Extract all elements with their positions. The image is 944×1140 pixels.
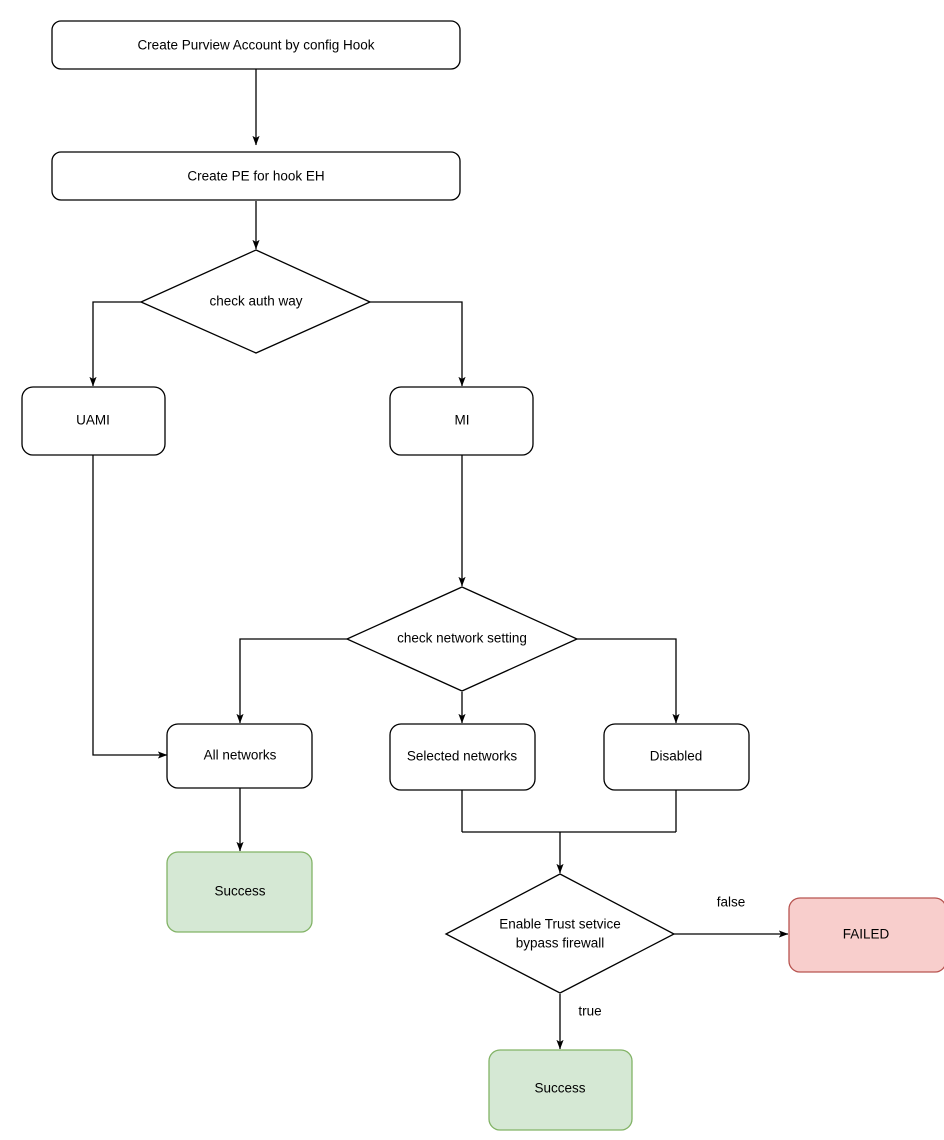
node-create-account-label: Create Purview Account by config Hook (137, 38, 374, 53)
node-success-bottom[interactable]: Success (488, 1049, 633, 1131)
node-success-top-shape (166, 851, 313, 933)
node-check-auth-way[interactable]: check auth way (139, 249, 372, 354)
node-check-auth-way-shape (139, 249, 372, 354)
edge-label-true: true (578, 1004, 601, 1019)
node-check-network-setting-shape (345, 586, 579, 692)
node-all-networks-shape (166, 723, 313, 789)
node-check-network-setting-label: check network setting (397, 631, 527, 646)
node-selected-networks-shape (389, 723, 536, 791)
node-success-top-label: Success (214, 884, 265, 899)
edge-label-false: false (717, 895, 746, 910)
node-check-network-setting[interactable]: check network setting (345, 586, 579, 692)
connector-layer (89, 69, 789, 1050)
node-selected-networks-label: Selected networks (407, 749, 518, 764)
node-mi-shape (389, 386, 534, 456)
node-check-auth-way-label: check auth way (209, 294, 302, 309)
node-enable-trust-service[interactable]: Enable Trust setvice bypass firewall (444, 873, 676, 994)
node-uami-shape (21, 386, 166, 456)
node-disabled-label: Disabled (650, 749, 703, 764)
edge-check-auth-way-to-mi (370, 301, 466, 387)
node-all-networks-label: All networks (204, 748, 277, 763)
edge-check-network-to-disabled (577, 638, 680, 724)
node-uami-label: UAMI (76, 413, 110, 428)
node-create-pe-shape (51, 151, 461, 201)
node-enable-trust-service-shape (444, 873, 676, 994)
edge-uami-to-all-networks (92, 455, 168, 759)
node-create-pe[interactable]: Create PE for hook EH (51, 151, 461, 201)
node-success-bottom-shape (488, 1049, 633, 1131)
node-create-account[interactable]: Create Purview Account by config Hook (51, 20, 461, 70)
node-failed[interactable]: FAILED (788, 897, 944, 973)
node-enable-trust-service-label-line2: bypass firewall (516, 936, 605, 951)
node-uami[interactable]: UAMI (21, 386, 166, 456)
node-mi[interactable]: MI (389, 386, 534, 456)
node-all-networks[interactable]: All networks (166, 723, 313, 789)
node-create-pe-label: Create PE for hook EH (187, 169, 324, 184)
node-success-bottom-label: Success (534, 1081, 585, 1096)
node-failed-shape (788, 897, 944, 973)
node-enable-trust-service-label-line1: Enable Trust setvice (499, 917, 621, 932)
node-selected-networks[interactable]: Selected networks (389, 723, 536, 791)
node-success-top[interactable]: Success (166, 851, 313, 933)
edge-check-network-to-all-networks (236, 638, 347, 724)
node-disabled[interactable]: Disabled (603, 723, 750, 791)
node-disabled-shape (603, 723, 750, 791)
node-create-account-shape (51, 20, 461, 70)
node-failed-label: FAILED (843, 927, 890, 942)
edge-check-auth-way-to-uami (89, 301, 141, 387)
node-mi-label: MI (455, 413, 470, 428)
